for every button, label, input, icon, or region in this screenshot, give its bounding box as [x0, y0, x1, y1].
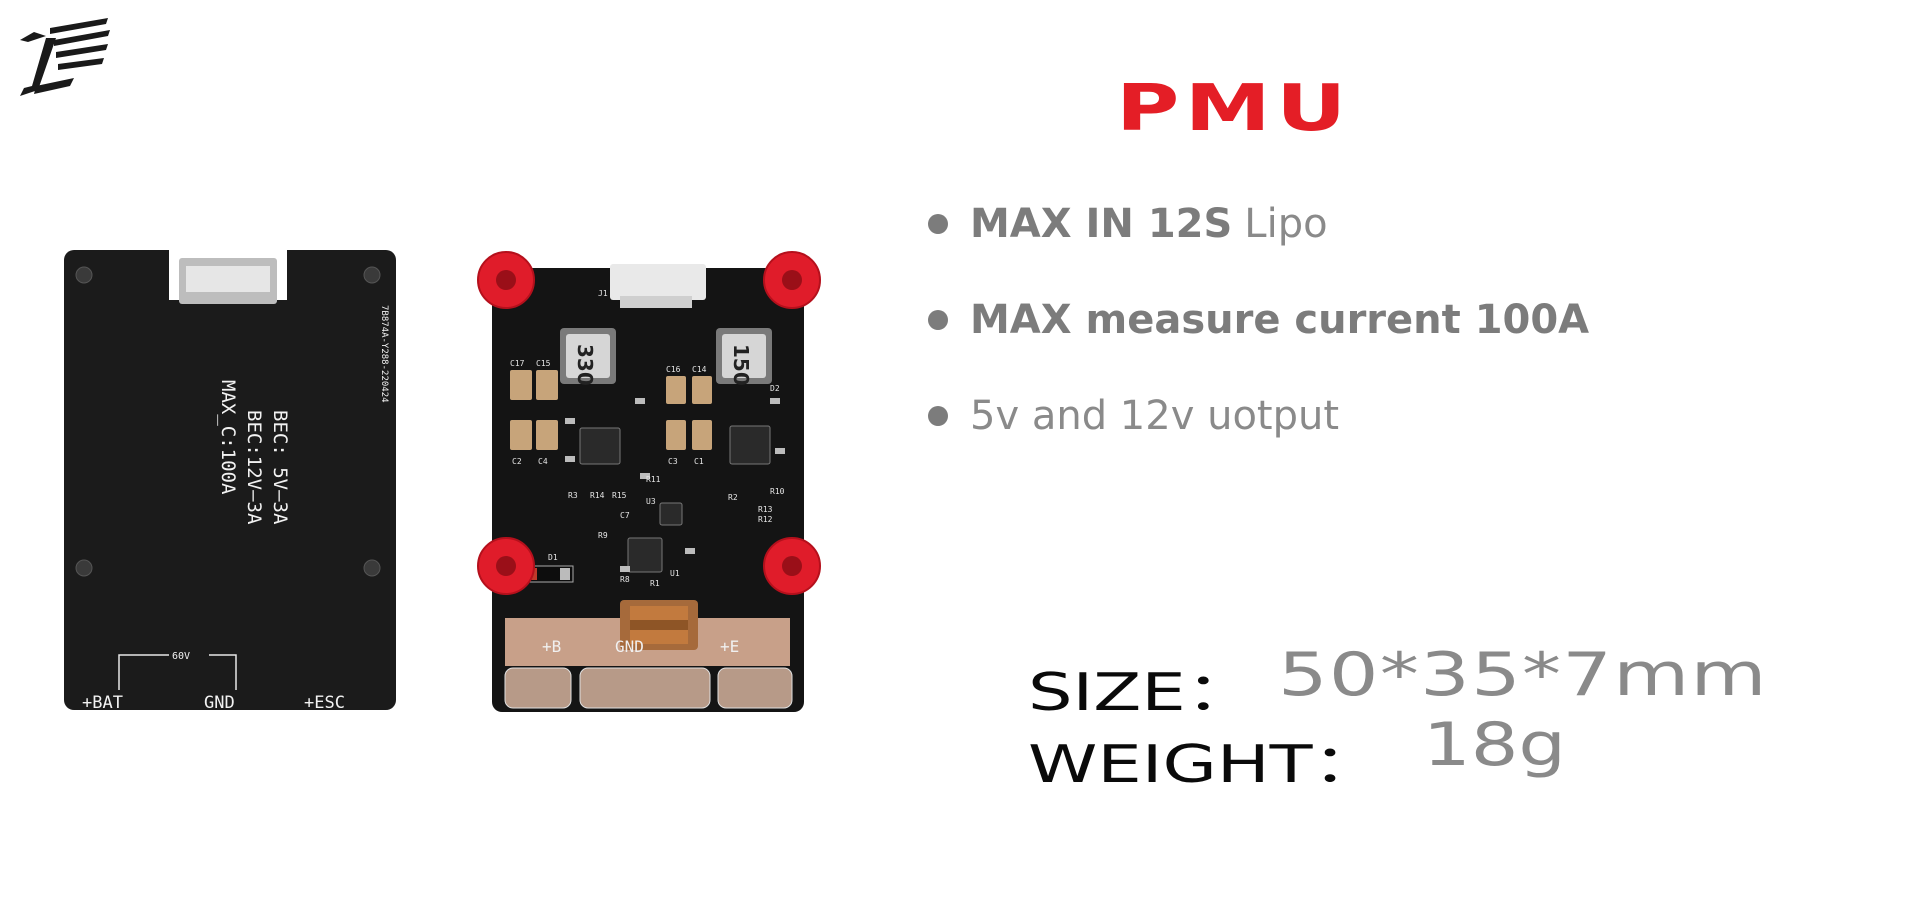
silk-label: R14 [590, 491, 605, 500]
silk-label: C14 [692, 365, 707, 374]
silk-label: C2 [512, 457, 522, 466]
silk-label: D2 [770, 384, 780, 393]
bec12-text: BEC:12V–3A [243, 410, 265, 525]
feature-light-text: Lipo [1244, 201, 1328, 247]
serial-text: 7B874A-Y288-220424 [379, 305, 389, 403]
silk-label: R9 [598, 531, 608, 540]
pad-gnd-label: GND [615, 637, 644, 656]
board-back-image: BEC: 5V–3A BEC:12V–3A MAX_C:100A 7B874A-… [64, 250, 396, 710]
silk-label: R8 [620, 575, 630, 584]
bat-text: +BAT [82, 693, 123, 710]
silk-label: R13 [758, 505, 773, 514]
silk-label: U1 [670, 569, 680, 578]
feature-strong-text: MAX measure current 100A [970, 297, 1590, 343]
silk-label: C1 [694, 457, 704, 466]
silk-label: C7 [620, 511, 630, 520]
silk-label: R12 [758, 515, 773, 524]
silk-label: R15 [612, 491, 627, 500]
silk-label: C4 [538, 457, 548, 466]
maxc-text: MAX_C:100A [217, 380, 239, 495]
spec-weight: WEIGHT： 18g [1028, 710, 1566, 797]
brand-logo-icon [20, 18, 110, 96]
page-title: PMU [1116, 72, 1352, 146]
bec5-text: BEC: 5V–3A [269, 410, 291, 525]
weight-value: 18g [1423, 710, 1567, 780]
silk-label: C3 [668, 457, 678, 466]
silk-label: R2 [728, 493, 738, 502]
size-label: SIZE： [1028, 663, 1256, 723]
silk-label: C15 [536, 359, 551, 368]
silk-label: U3 [646, 497, 656, 506]
screw-icon [75, 266, 93, 284]
board-front-image: 330 150 +B GND +E [477, 251, 821, 712]
bullet-icon [928, 214, 948, 234]
weight-label: WEIGHT： [1028, 735, 1383, 795]
feature-item: MAX measure current 100A [928, 296, 1589, 344]
silk-label: R10 [770, 487, 785, 496]
screw-icon [363, 266, 381, 284]
silk-label: C16 [666, 365, 681, 374]
feature-item: MAX IN 12S Lipo [928, 200, 1589, 248]
bullet-icon [928, 310, 948, 330]
pad-e-label: +E [720, 637, 739, 656]
inductor-150: 150 [729, 344, 753, 386]
silk-label: C17 [510, 359, 525, 368]
feature-list: MAX IN 12S Lipo MAX measure current 100A… [928, 200, 1589, 488]
feature-item: 5v and 12v uotput [928, 392, 1589, 440]
feature-light-text: 5v and 12v uotput [970, 393, 1340, 439]
screw-icon [75, 559, 93, 577]
spec-size: SIZE： 50*35*7mm [1028, 640, 1766, 725]
feature-strong-text: MAX IN 12S [970, 201, 1233, 247]
silk-label: R3 [568, 491, 578, 500]
silk-label: R1 [650, 579, 660, 588]
silk-label: R11 [646, 475, 661, 484]
bullet-icon [928, 406, 948, 426]
size-value: 50*35*7mm [1278, 640, 1768, 710]
inductor-330: 330 [573, 344, 597, 386]
v60-text: 60V [172, 651, 190, 662]
esc-text: +ESC [304, 693, 345, 710]
screw-icon [363, 559, 381, 577]
pad-b-label: +B [542, 637, 561, 656]
silk-label: J1 [598, 289, 608, 298]
gnd-text: GND [204, 693, 235, 710]
silk-label: D1 [548, 553, 558, 562]
